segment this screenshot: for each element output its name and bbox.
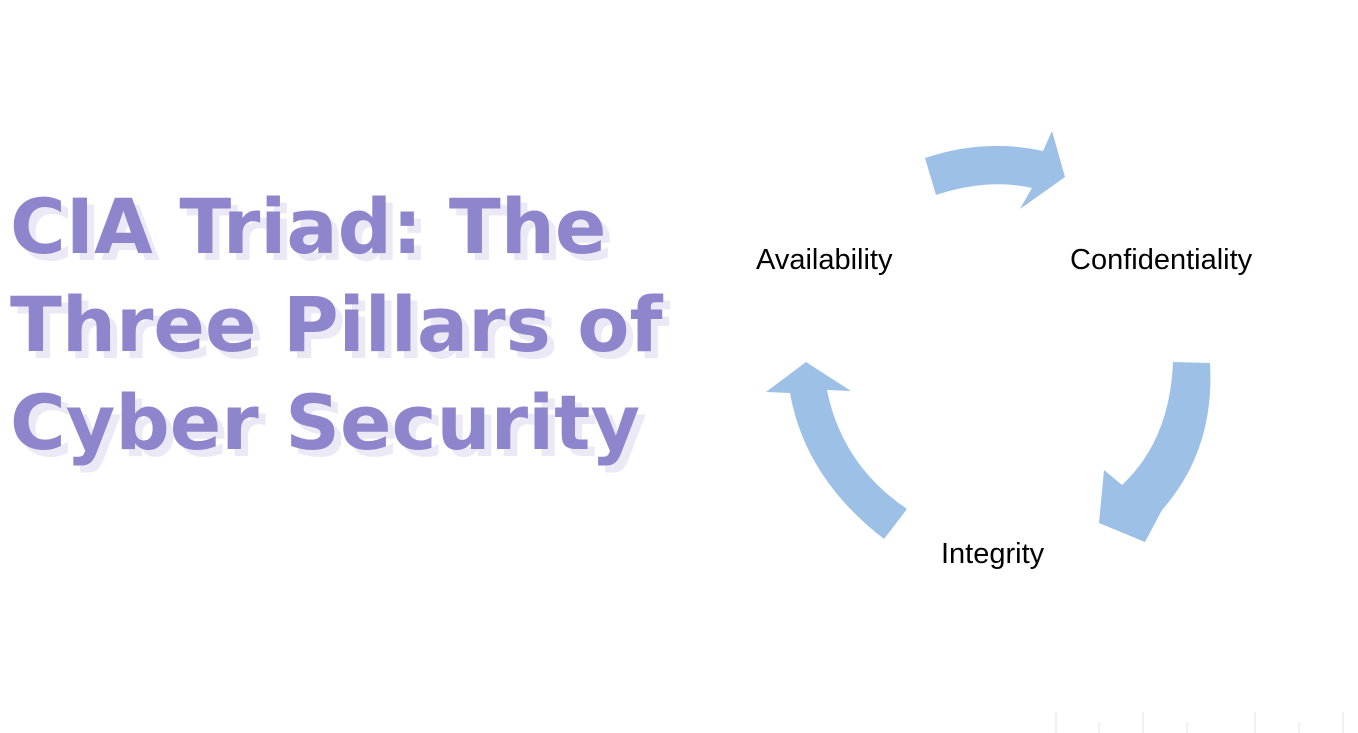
node-confidentiality: Confidentiality — [1070, 244, 1253, 276]
page-title: CIA Triad: The Three Pillars of Cyber Se… — [10, 178, 690, 472]
title-line-2: Three Pillars of — [10, 280, 663, 369]
title-line-1: CIA Triad: The — [10, 182, 607, 271]
arrow-availability-to-confidentiality — [925, 131, 1065, 209]
arrow-integrity-to-availability — [766, 362, 907, 539]
node-integrity: Integrity — [941, 538, 1045, 570]
node-availability: Availability — [756, 244, 893, 276]
title-line-3: Cyber Security — [10, 378, 641, 467]
arrow-confidentiality-to-integrity — [1099, 362, 1211, 542]
